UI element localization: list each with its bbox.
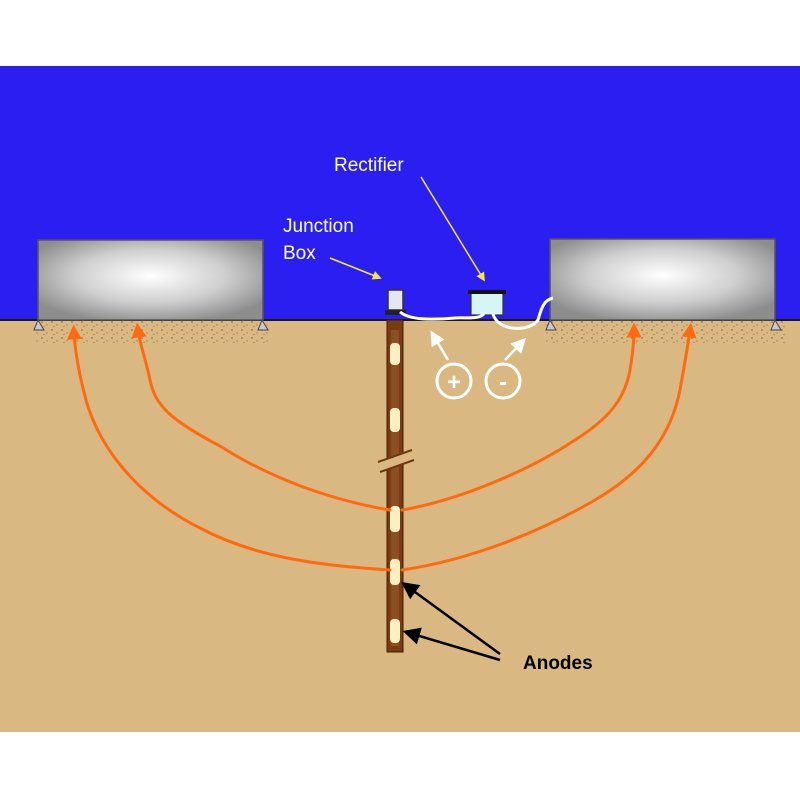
anode-4: [390, 559, 400, 585]
gravel-bed-left: [36, 321, 268, 343]
positive-sign-text: +: [447, 369, 461, 396]
anode-pointers: [401, 581, 501, 662]
current-arrow-outer-left: [66, 324, 392, 572]
anode-pointer-upper: [401, 581, 501, 656]
rectifier-pointer: [420, 176, 485, 282]
current-arrow-inner-left: [131, 322, 392, 512]
pipe-break-mark: [377, 449, 415, 473]
anode-group: [390, 343, 400, 643]
current-arrow-inner-right: [400, 322, 642, 512]
anodes-label: Anodes: [523, 653, 593, 674]
current-arrow-outer-right: [400, 322, 697, 572]
anode-well: [386, 319, 404, 653]
negative-sign-icon: [484, 362, 522, 400]
rectifier-box-icon: [468, 290, 506, 316]
negative-sign-text: -: [499, 369, 507, 396]
negative-pointer: [504, 337, 527, 361]
label-pointers: [329, 176, 485, 282]
anode-1: [390, 343, 400, 365]
top-white-band: [0, 0, 800, 66]
positive-cable: [399, 310, 486, 321]
tank-icon-left: [33, 239, 269, 331]
gravel-bed-right: [545, 321, 785, 343]
anode-5: [390, 619, 400, 643]
tank-icon-right: [545, 238, 782, 331]
anode-pointer-lower: [402, 627, 501, 662]
cables: [399, 296, 554, 330]
junction-box-label-line2: Box: [283, 243, 316, 264]
junction-box-icon: [385, 289, 406, 315]
anode-3: [390, 506, 400, 532]
junction-box-pointer: [329, 257, 382, 280]
anode-2: [390, 408, 400, 432]
positive-pointer: [430, 330, 450, 361]
rectifier-label: Rectifier: [334, 155, 404, 176]
bottom-white-band: [0, 732, 800, 800]
negative-cable: [491, 296, 554, 330]
polarity-indicators: + -: [430, 330, 527, 400]
positive-sign-icon: [435, 362, 473, 400]
junction-box-label-line1: Junction: [283, 216, 354, 237]
current-flow-arrows: [66, 322, 697, 572]
